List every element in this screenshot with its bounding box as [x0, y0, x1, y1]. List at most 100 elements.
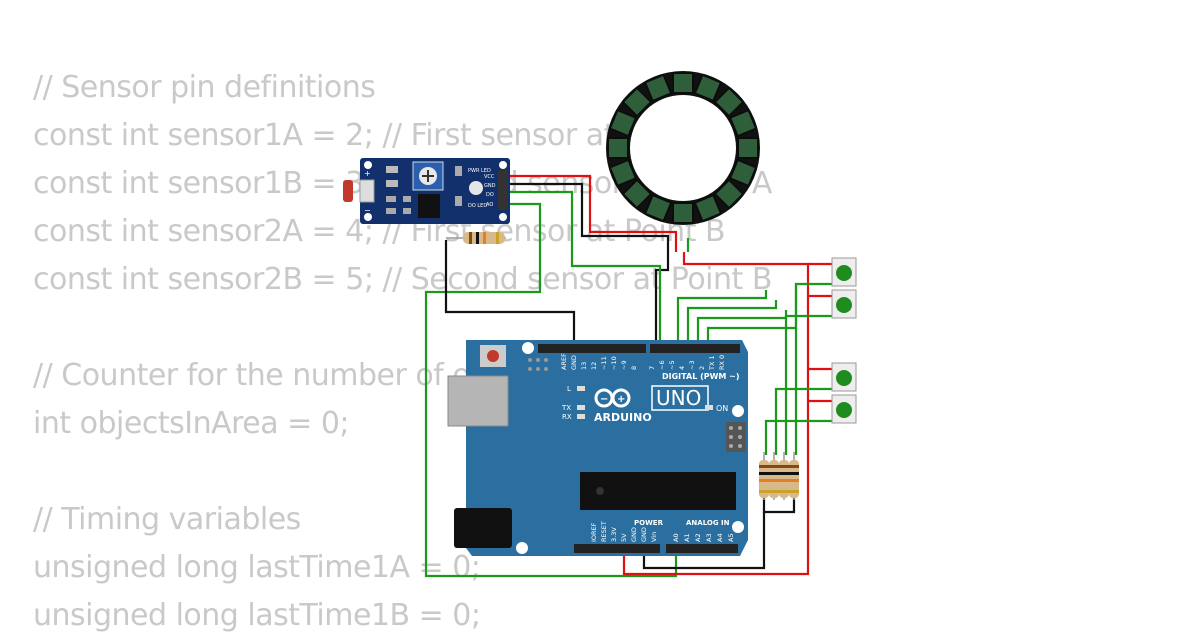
- wire-black-gnd-rail: [762, 498, 796, 514]
- ring-led: [693, 73, 723, 103]
- board-hole-4: [516, 542, 528, 554]
- svg-text:−: −: [600, 394, 608, 405]
- wire-sensor-gnd: [506, 182, 670, 345]
- analog-pin-label: A1: [683, 533, 691, 542]
- reset-button-cap: [487, 350, 499, 362]
- wire-pin3: [696, 310, 788, 345]
- power-pin-label: RESET: [600, 521, 608, 542]
- wire-sensor-do: [506, 190, 662, 345]
- mount-hole-3: [499, 161, 507, 169]
- wires: [424, 174, 832, 578]
- ring-led: [608, 158, 638, 188]
- wire-btn3-signal: [774, 387, 832, 455]
- ring-inner: [630, 95, 736, 201]
- potentiometer-cross: [422, 170, 434, 182]
- pulldown-resistors: [759, 452, 799, 500]
- digital-header-left: [538, 344, 646, 353]
- digital-pin-label: 4: [678, 366, 686, 370]
- code-line: unsigned long lastTime1B = 0;: [33, 598, 481, 633]
- smd-5: [403, 196, 411, 202]
- smd-6: [403, 208, 411, 214]
- pulldown-resistor: [779, 452, 789, 500]
- digital-pin-label: TX 1: [708, 355, 716, 371]
- tx-label: TX: [561, 404, 571, 412]
- code-line: int objectsInArea = 0;: [33, 406, 350, 441]
- smd-1: [386, 166, 398, 173]
- ring-leds: [607, 72, 759, 224]
- power-pin-label: GND: [630, 527, 638, 542]
- push-button-cap: [836, 297, 852, 313]
- ring-led: [728, 158, 758, 188]
- digital-header-right: [650, 344, 740, 353]
- sensor-photoresistor: [343, 180, 353, 202]
- digital-pin-label: 12: [590, 362, 598, 370]
- smd-2: [386, 180, 398, 187]
- digital-pin-label: ~5: [668, 360, 676, 370]
- digital-pin-label: 2: [698, 366, 706, 370]
- pulldown-resistor: [789, 452, 799, 500]
- power-label: POWER: [634, 519, 664, 527]
- digital-pin-label: GND: [570, 355, 578, 370]
- digital-pin-label: ~6: [658, 360, 666, 370]
- mount-hole-1: [364, 161, 372, 169]
- ring-led: [621, 178, 653, 210]
- digital-pin-label: 7: [648, 366, 656, 370]
- digital-pin-label: RX 0: [718, 355, 726, 370]
- board-hole-1: [522, 342, 534, 354]
- rx-label: RX: [562, 413, 572, 421]
- mount-hole-4: [499, 213, 507, 221]
- ring-led: [713, 178, 745, 210]
- pulldown-resistor: [769, 452, 779, 500]
- sensor-minus-label: −: [364, 206, 371, 215]
- power-pin-label: Vin: [650, 532, 658, 542]
- ring-led: [608, 108, 638, 138]
- smd-8: [455, 196, 462, 206]
- arduino-model: UNO: [656, 386, 701, 410]
- digital-label: DIGITAL (PWM ~): [662, 372, 740, 381]
- push-button[interactable]: [831, 289, 857, 319]
- wire-btn4-signal: [764, 419, 832, 455]
- digital-pin-label: ~3: [688, 360, 696, 370]
- ring-led: [607, 137, 629, 159]
- push-button-cap: [836, 402, 852, 418]
- board-hole-2: [732, 405, 744, 417]
- sensor-plus-label: +: [364, 169, 371, 178]
- ring-led: [672, 202, 694, 224]
- ring-led: [643, 193, 673, 223]
- digital-pin-label: ~10: [610, 356, 618, 370]
- wire-sensor-ao: [424, 202, 678, 578]
- atmega-chip: [580, 472, 736, 510]
- analog-header: [666, 544, 738, 553]
- l-label: L: [567, 385, 571, 393]
- push-button[interactable]: [831, 257, 857, 287]
- smd-4: [386, 208, 396, 214]
- on-label: ON: [716, 404, 728, 413]
- wire-resistor-gnd: [444, 240, 576, 345]
- push-button[interactable]: [831, 394, 857, 424]
- ring-led: [643, 73, 673, 103]
- sensor-pin-vcc: VCC: [484, 174, 495, 180]
- sensor-pin-header: VCC GND DO AO: [484, 170, 508, 210]
- tx-led: [577, 405, 585, 410]
- rx-led: [577, 414, 585, 419]
- push-button[interactable]: [831, 362, 857, 392]
- digital-pin-label: ~9: [620, 360, 628, 370]
- arduino-brand: ARDUINO: [594, 411, 652, 424]
- digital-pin-label: 13: [580, 362, 588, 370]
- icsp-header-1: [526, 356, 550, 374]
- sensor-pin-ao: AO: [486, 202, 493, 208]
- analog-pin-label: A3: [705, 533, 713, 542]
- icsp-header-2: [726, 422, 746, 452]
- svg-text:+: +: [617, 394, 625, 405]
- sensor-ic: [418, 194, 440, 218]
- do-led-label: DO LED: [468, 203, 487, 209]
- sensor-pin-do: DO: [486, 192, 494, 198]
- wire-black-gnd: [642, 512, 766, 570]
- wire-red-rail: [622, 252, 810, 576]
- analog-pin-label: A4: [716, 533, 724, 542]
- sensor-resistor: [446, 232, 506, 244]
- ring-led: [728, 108, 758, 138]
